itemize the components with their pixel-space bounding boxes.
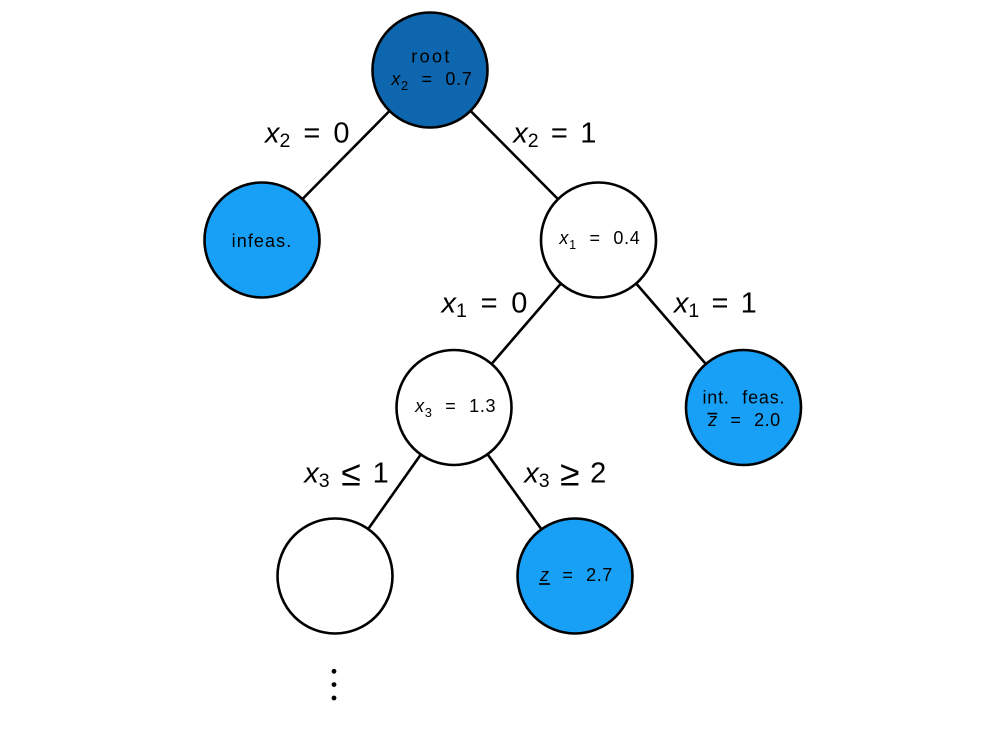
svg-text:x2 = 0: x2 = 0 <box>263 118 350 153</box>
svg-text:infeas.: infeas. <box>232 231 293 251</box>
svg-text:root: root <box>411 47 452 67</box>
svg-text:x1 = 1: x1 = 1 <box>672 288 757 323</box>
svg-text:int. feas.: int. feas. <box>702 388 785 408</box>
svg-text:z = 2.0: z = 2.0 <box>707 410 780 430</box>
svg-text:x1 = 0: x1 = 0 <box>440 288 528 323</box>
svg-text:x2 = 1: x2 = 1 <box>511 118 596 153</box>
svg-text:z = 2.7: z = 2.7 <box>539 565 613 585</box>
svg-text:x3 = 1.3: x3 = 1.3 <box>414 396 496 420</box>
svg-text:x1 = 0.4: x1 = 0.4 <box>558 228 640 252</box>
svg-text:x2 = 0.7: x2 = 0.7 <box>390 69 472 93</box>
svg-text:x3 ≥ 2: x3 ≥ 2 <box>522 454 606 494</box>
svg-text:x3 ≤ 1: x3 ≤ 1 <box>302 454 389 494</box>
